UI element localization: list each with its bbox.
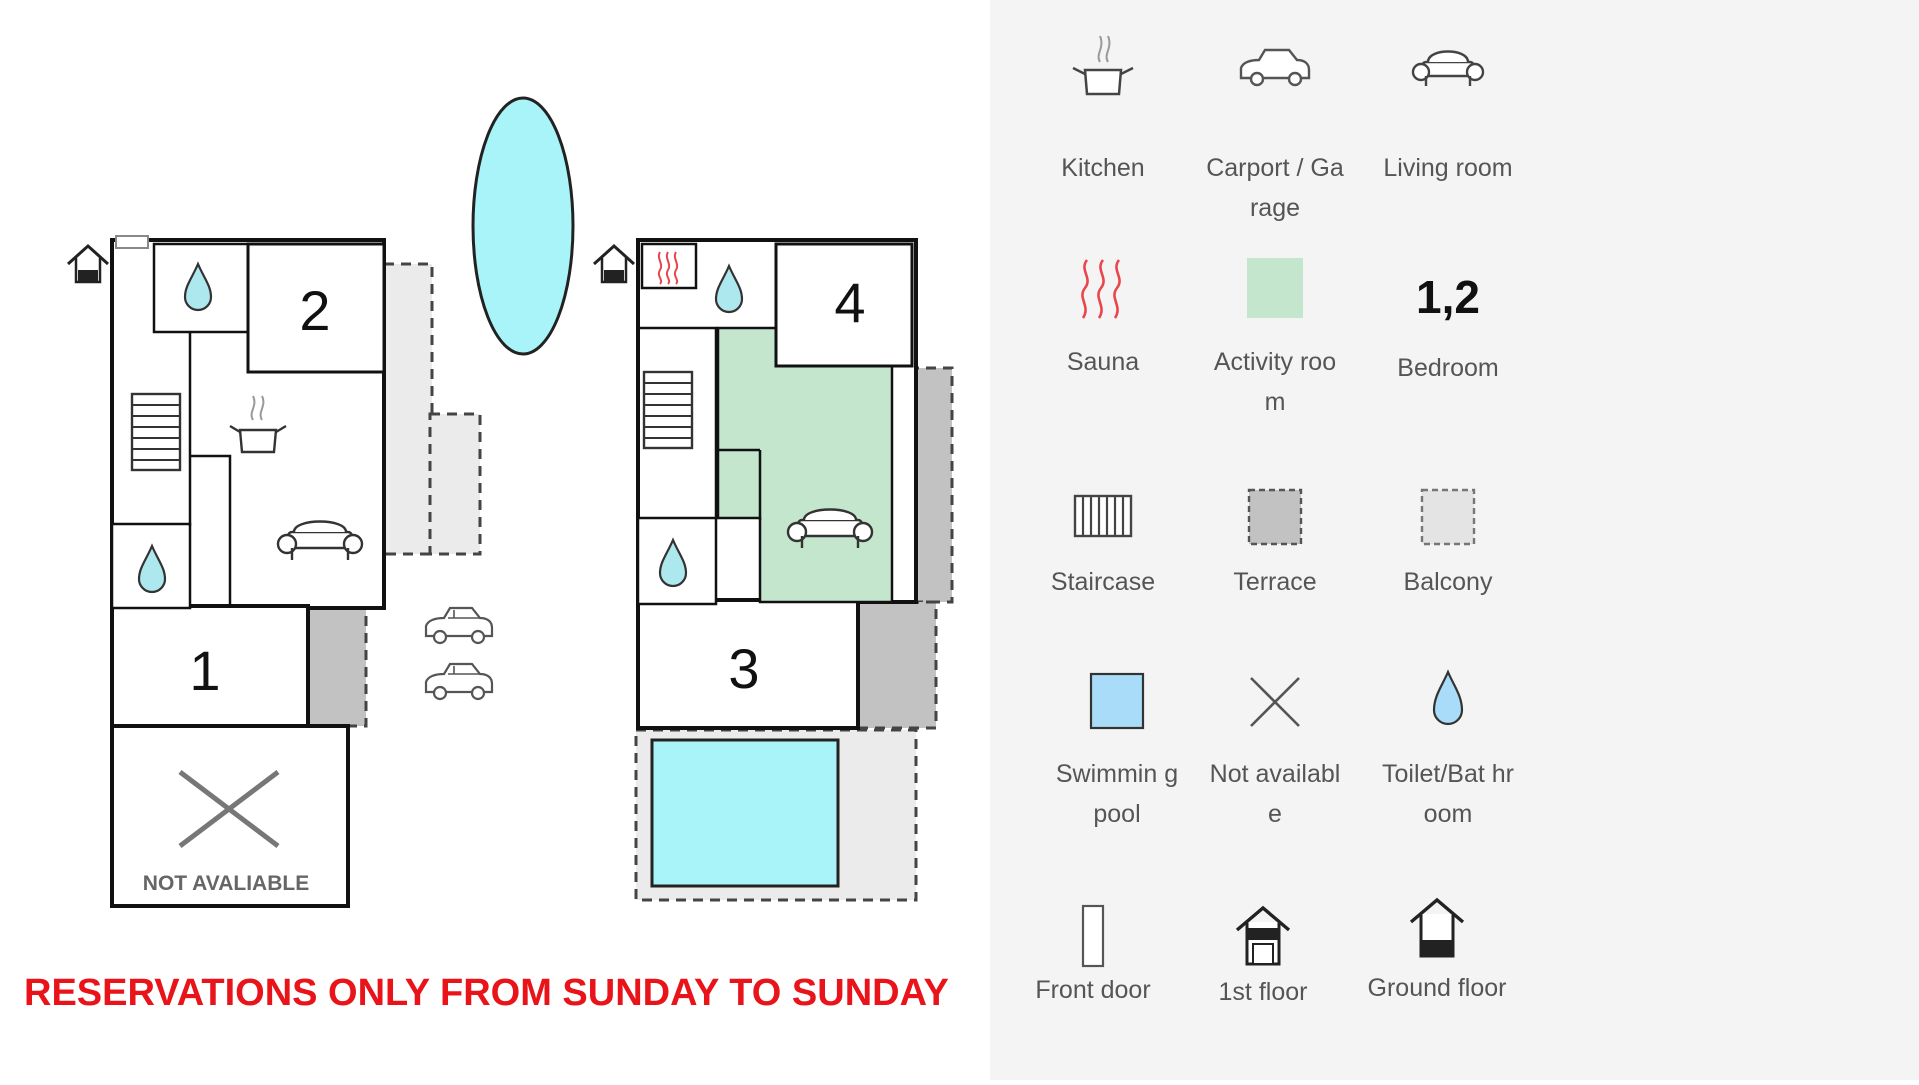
front-door-marker — [115, 235, 149, 249]
legend-label-terrace: Terrace — [1233, 568, 1317, 596]
car-icon — [1239, 48, 1311, 87]
legend-item-sauna: Sauna — [1018, 254, 1188, 382]
staircase-icon — [1073, 494, 1133, 538]
floor-plan-diagram: 2 1 NOT AVALIABLE 4 3 — [66, 96, 954, 908]
sauna-icon — [657, 251, 679, 285]
legend-label-carport: Carport / Garage — [1206, 154, 1344, 222]
legend-label-swimming-pool: Swimmin g pool — [1055, 760, 1179, 828]
legend-label-balcony: Balcony — [1403, 568, 1493, 596]
ground-floor-icon — [1409, 897, 1465, 958]
legend-label-toilet: Toilet/Bat hroom — [1381, 760, 1514, 828]
not-available-label: NOT AVALIABLE — [143, 872, 309, 895]
legend-label-sauna: Sauna — [1066, 348, 1140, 376]
legend-item-kitchen: Kitchen — [1018, 28, 1188, 188]
ground-floor-plan: 2 1 NOT AVALIABLE — [66, 235, 494, 908]
legend-item-front-door: Front door — [1008, 900, 1178, 1008]
legend-item-activity-room: Activity room — [1190, 254, 1360, 422]
not-available-room — [110, 724, 350, 908]
cross-icon — [178, 770, 280, 848]
car-icon — [424, 662, 494, 701]
ground-floor-icon — [66, 244, 110, 284]
bedroom-number-icon: 1,2 — [1416, 271, 1480, 323]
bedroom-number-1: 1 — [189, 639, 220, 702]
legend-label-activity-room: Activity room — [1213, 348, 1337, 416]
terrace-area — [856, 600, 938, 730]
legend-label-bedroom: Bedroom — [1397, 354, 1499, 382]
legend-item-swimming-pool: Swimmin g pool — [1032, 666, 1202, 834]
bedroom-number-4: 4 — [834, 271, 865, 334]
legend-label-ground-floor: Ground floor — [1367, 974, 1507, 1002]
balcony-area — [382, 262, 434, 556]
legend-item-living-room: Living room — [1363, 28, 1533, 188]
legend-item-balcony: Balcony — [1363, 482, 1533, 602]
legend-item-toilet: Toilet/Bat hroom — [1363, 666, 1533, 834]
bedroom-3 — [636, 598, 860, 730]
pool-swatch — [1089, 672, 1145, 730]
pool-oval — [471, 96, 575, 356]
bedroom-number-2: 2 — [299, 279, 330, 342]
sofa-icon — [1411, 50, 1485, 86]
legend-item-bedroom: 1,2 Bedroom — [1363, 262, 1533, 388]
car-icon — [424, 606, 494, 645]
interior-walls — [188, 332, 232, 606]
legend-item-not-available: Not available — [1190, 666, 1360, 834]
first-floor-icon — [1235, 905, 1291, 966]
terrace-area — [306, 604, 368, 728]
staircase-icon — [642, 370, 694, 450]
bedroom-1 — [110, 604, 310, 730]
floor-plan-area: 2 1 NOT AVALIABLE 4 3 — [66, 96, 954, 908]
cross-icon — [1250, 677, 1300, 727]
swimming-pool — [650, 738, 840, 888]
bedroom-4 — [774, 242, 914, 368]
kitchen-icon — [1072, 35, 1134, 96]
staircase-icon — [130, 392, 182, 472]
balcony-swatch — [1420, 488, 1476, 546]
door-icon — [1081, 904, 1105, 968]
legend-item-carport: Carport / Garage — [1190, 28, 1360, 228]
legend-label-first-floor: 1st floor — [1218, 978, 1308, 1006]
legend-item-first-floor: 1st floor — [1178, 900, 1348, 1012]
legend-item-ground-floor: Ground floor — [1352, 892, 1522, 1008]
activity-swatch — [1247, 258, 1303, 318]
sauna-icon — [1081, 259, 1121, 319]
bedroom-number-3: 3 — [728, 637, 759, 700]
legend-item-staircase: Staircase — [1018, 482, 1188, 602]
legend-label-living-room: Living room — [1383, 154, 1513, 182]
legend-item-terrace: Terrace — [1190, 482, 1360, 602]
first-floor-plan: 4 3 — [592, 238, 954, 902]
legend-panel: Kitchen Carport / Garage Living room — [990, 0, 1919, 1080]
balcony-area-extension — [428, 412, 482, 556]
first-floor-icon — [592, 244, 636, 284]
legend-label-staircase: Staircase — [1050, 568, 1156, 596]
interior-walls — [638, 326, 762, 520]
legend-label-not-available: Not available — [1209, 760, 1341, 828]
terrace-swatch — [1247, 488, 1303, 546]
reservation-notice: RESERVATIONS ONLY FROM SUNDAY TO SUNDAY — [24, 972, 949, 1014]
bedroom-2 — [246, 242, 386, 374]
drop-icon — [1432, 669, 1464, 726]
legend-label-kitchen: Kitchen — [1061, 154, 1145, 182]
legend-label-front-door: Front door — [1035, 976, 1151, 1004]
